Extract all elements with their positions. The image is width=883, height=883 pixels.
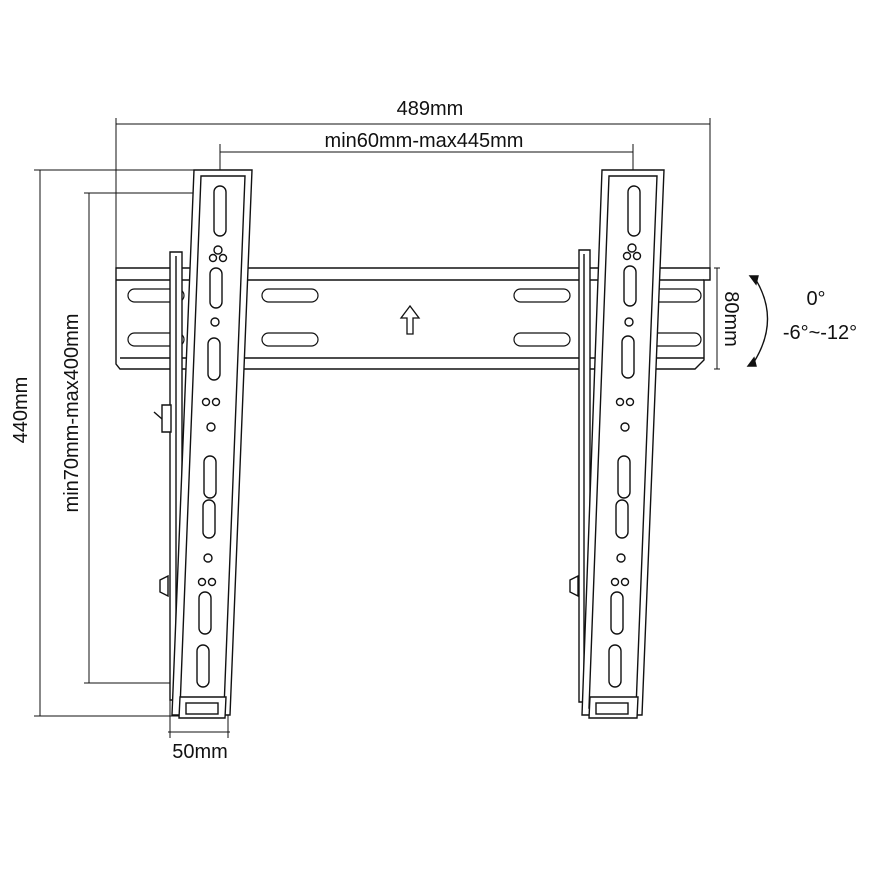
right-bracket <box>569 169 665 719</box>
dimension-lines <box>34 118 720 738</box>
curved-double-arrow-icon <box>746 275 769 367</box>
overall-width-label: 489mm <box>397 98 464 120</box>
bracket-width-label: 50mm <box>172 741 228 763</box>
hole-spacing-label: min60mm-max445mm <box>325 130 524 152</box>
overall-height-label: 440mm <box>10 377 32 444</box>
up-arrow-icon <box>399 304 421 335</box>
rail-height-label: 80mm <box>720 291 742 347</box>
tilt-upper-label: 0° <box>806 288 825 310</box>
left-bracket <box>153 169 253 719</box>
vertical-spacing-label: min70mm-max400mm <box>61 314 83 513</box>
tilt-lower-label: -6°~-12° <box>783 322 857 344</box>
